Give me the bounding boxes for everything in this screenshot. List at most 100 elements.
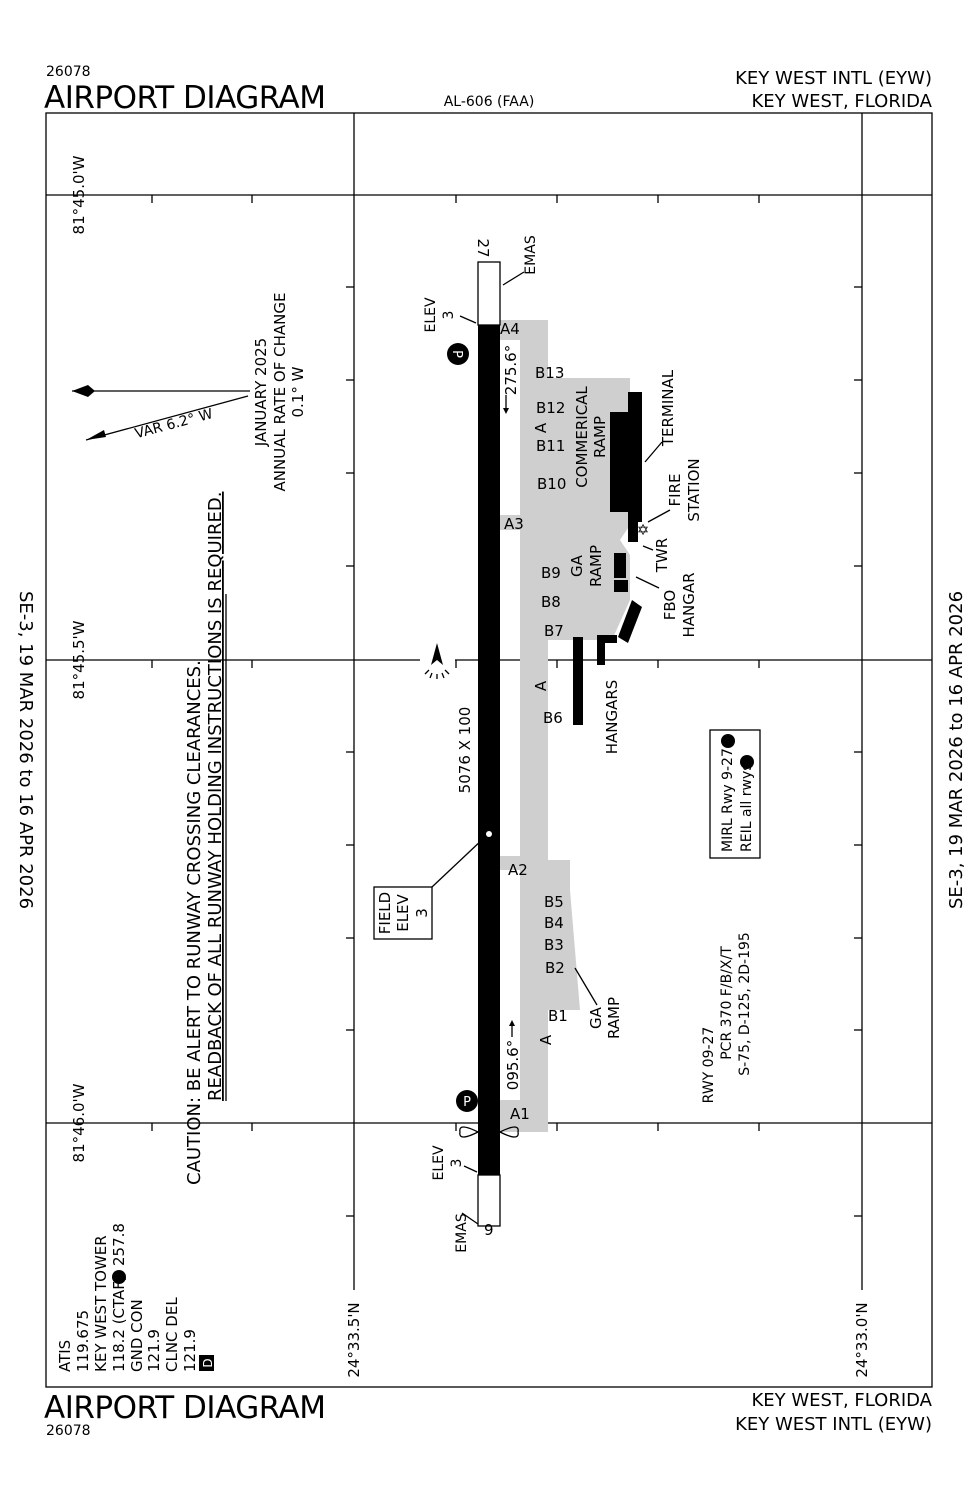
svg-text:B2: B2 [545, 959, 565, 977]
longitude-label: 81°46.0'W [70, 1083, 88, 1162]
svg-text:B5: B5 [544, 893, 564, 911]
svg-text:B10: B10 [537, 475, 566, 493]
elev-label: ELEV [431, 1145, 447, 1180]
magnetic-variation: VAR 6.2° W [72, 385, 250, 442]
hangars-building [573, 637, 583, 725]
svg-text:B1: B1 [548, 1007, 568, 1025]
field-elev-line2: ELEV [394, 893, 412, 931]
diagram-frame [45, 112, 933, 1388]
svg-text:GA: GA [568, 554, 586, 577]
chart-number: 26078 [46, 64, 91, 80]
variation-rate-label: ANNUAL RATE OF CHANGE [271, 293, 289, 492]
svg-text:RAMP: RAMP [587, 545, 605, 587]
lighting-line2: REIL all rwys [739, 763, 755, 852]
variation-label: VAR 6.2° W [133, 406, 215, 442]
svg-text:HANGAR: HANGAR [680, 572, 698, 637]
svg-text:B3: B3 [544, 936, 564, 954]
svg-text:ATIS: ATIS [56, 1340, 74, 1372]
svg-text:A: A [532, 680, 550, 691]
svg-text:A2: A2 [508, 861, 528, 879]
svg-text:B11: B11 [536, 437, 565, 455]
svg-text:B8: B8 [541, 593, 561, 611]
city-state: KEY WEST, FLORIDA [751, 91, 932, 112]
heading-09: 095.6° [504, 1040, 522, 1090]
svg-text:GA: GA [587, 1006, 605, 1029]
runway-data-line1: RWY 09-27 [701, 1027, 717, 1104]
caution-line1: CAUTION: BE ALERT TO RUNWAY CROSSING CLE… [184, 660, 205, 1185]
elev-label: ELEV [423, 297, 439, 332]
effective-dates-left: SE-3, 19 MAR 2026 to 16 APR 2026 [15, 591, 36, 909]
facility-labels: COMMERICAL RAMP TERMINAL FIRE STATION TW… [568, 369, 703, 1039]
svg-text:RAMP: RAMP [605, 997, 623, 1039]
svg-text:A: A [537, 1034, 555, 1045]
magnetic-north-arrow-icon [86, 430, 106, 440]
svg-text:COMMERICAL: COMMERICAL [573, 386, 591, 488]
runway-end-9: 9 [484, 1221, 494, 1239]
svg-text:257.8: 257.8 [110, 1223, 128, 1266]
field-elev-line1: FIELD [376, 892, 394, 934]
north-arrow-icon [424, 643, 450, 679]
longitude-label: 81°45.0'W [70, 155, 88, 234]
svg-text:B9: B9 [541, 564, 561, 582]
emas-label: EMAS [523, 235, 539, 275]
runway-09-27 [478, 325, 500, 1175]
runway-data-line2: PCR 370 F/B/X/T [719, 946, 735, 1060]
svg-text:RAMP: RAMP [591, 416, 609, 458]
svg-text:A1: A1 [510, 1105, 530, 1123]
svg-text:B12: B12 [536, 399, 565, 417]
tower-star-icon: ✡ [637, 521, 650, 539]
buildings [573, 392, 642, 725]
caution-line2: READBACK OF ALL RUNWAY HOLDING INSTRUCTI… [205, 492, 226, 1101]
terminal-building [610, 412, 630, 512]
field-elev-box [373, 886, 433, 940]
heading-27: 275.6° [502, 345, 520, 395]
svg-text:118.2 (CTAF): 118.2 (CTAF) [110, 1275, 128, 1372]
emas-label: EMAS [454, 1213, 470, 1253]
svg-text:KEY WEST TOWER: KEY WEST TOWER [92, 1235, 110, 1372]
true-north-arrow-icon [72, 385, 95, 397]
airport-name: KEY WEST INTL (EYW) [735, 68, 932, 89]
hotspot-label: P [463, 1095, 471, 1110]
lighting-badge-icon [740, 755, 754, 769]
svg-text:B13: B13 [535, 364, 564, 382]
runway-midpoint [486, 831, 492, 837]
svg-text:B4: B4 [544, 914, 564, 932]
variation-rate: 0.1° W [289, 366, 307, 417]
lighting-box [709, 729, 761, 859]
longitude-label: 81°45.5'W [70, 620, 88, 699]
hotspot-label: P [449, 350, 464, 358]
hotspot-icon [447, 343, 469, 365]
svg-text:FIRE: FIRE [666, 474, 684, 507]
svg-text:HANGARS: HANGARS [603, 680, 621, 755]
svg-text:STATION: STATION [685, 458, 703, 521]
fbo-hangar-building [614, 553, 626, 578]
hangar-building [618, 600, 642, 643]
latitude-label: 24°33.0'N [853, 1302, 871, 1377]
footer-airport-name: KEY WEST INTL (EYW) [735, 1414, 932, 1435]
field-elev-value: 3 [413, 908, 431, 918]
svg-text:A4: A4 [500, 320, 520, 338]
runway-end-27: 27 [474, 238, 492, 257]
runway-data-line3: S-75, D-125, 2D-195 [737, 932, 753, 1076]
lighting-line1: MIRL Rwy 9-27 [720, 748, 736, 852]
latitude-label: 24°33.5'N [345, 1302, 363, 1377]
procedure-id: AL-606 (FAA) [444, 94, 535, 110]
svg-text:CLNC DEL: CLNC DEL [163, 1297, 181, 1372]
svg-text:121.9: 121.9 [181, 1329, 199, 1372]
svg-text:B7: B7 [544, 622, 564, 640]
variation-date: JANUARY 2025 [252, 338, 270, 447]
taxiway-labels: A4 B13 B12 A B11 B10 A3 B9 B8 B7 A B6 A2… [500, 320, 568, 1123]
emas-09 [477, 1174, 501, 1227]
svg-text:FBO: FBO [661, 590, 679, 620]
effective-dates-right: SE-3, 19 MAR 2026 to 16 APR 2026 [946, 591, 967, 909]
elev-09-value: 3 [449, 1159, 465, 1168]
lighting-badge-icon [112, 1270, 126, 1284]
elev-27-value: 3 [441, 311, 457, 320]
lighting-badge-icon [721, 734, 735, 748]
svg-text:A: A [532, 422, 550, 433]
footer-chart-number: 26078 [46, 1423, 91, 1439]
svg-text:121.9: 121.9 [145, 1329, 163, 1372]
frequency-list: ATIS 119.675 KEY WEST TOWER 118.2 (CTAF)… [56, 1223, 215, 1372]
svg-text:119.675: 119.675 [74, 1310, 92, 1372]
